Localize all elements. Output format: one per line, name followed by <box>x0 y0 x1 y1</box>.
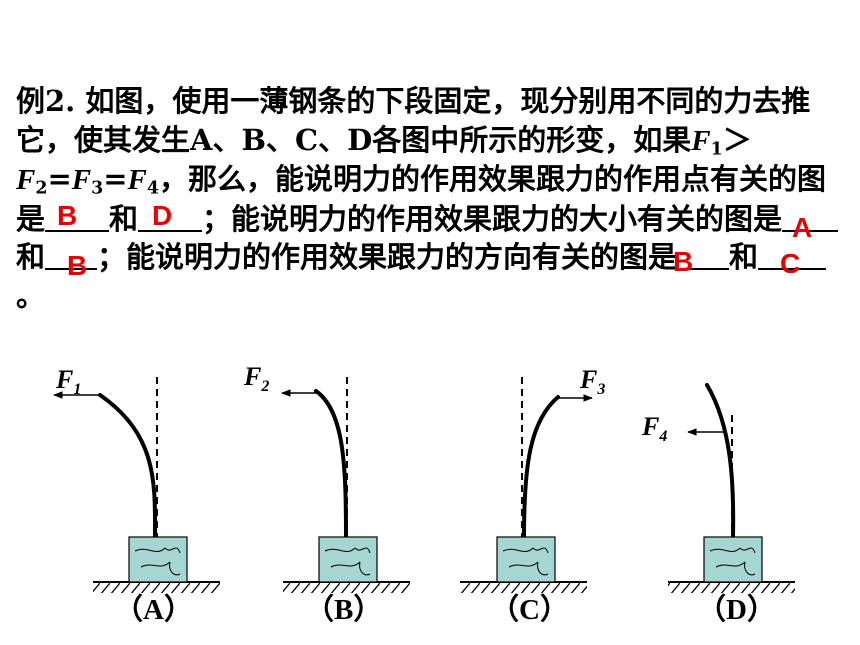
block-texture <box>709 547 756 576</box>
panel-a: F1 （A） <box>53 365 220 626</box>
base-block <box>318 536 378 583</box>
question-part-point: ，那么，能说明力的作用效果跟力的作用点有关的图是 <box>16 162 826 236</box>
bent-steel-strip <box>98 393 158 539</box>
answer-size-2: B <box>67 250 88 281</box>
and-word-2: 和 <box>16 240 46 274</box>
caption-c: （C） <box>490 593 569 626</box>
answer-size-1: A <box>792 211 813 243</box>
force-symbol-f3: F <box>71 164 92 196</box>
panel-c: F3 （C） <box>460 365 605 626</box>
ground-hatch <box>93 583 220 593</box>
deformation-figure: F1 （A） F2 （B） F3 （C） F4 （D） <box>53 362 795 626</box>
question-part-direction: ；能说明力的作用效果跟力的方向有关的图是 <box>97 240 678 274</box>
answer-point-1: B <box>57 199 78 231</box>
question-end-mark: 。 <box>16 278 46 313</box>
caption-a: （A） <box>114 593 193 626</box>
ground-hatch <box>668 583 795 593</box>
and-word-1: 和 <box>109 201 139 236</box>
force-sub-3: 3 <box>91 178 104 199</box>
force-sub-1: 1 <box>710 138 723 159</box>
bent-steel-strip <box>522 395 560 539</box>
force-label-f1: F1 <box>55 365 81 398</box>
force-label-f2: F2 <box>243 362 269 395</box>
and-word-3: 和 <box>729 240 759 274</box>
force-symbol-f1: F <box>691 124 711 157</box>
answer-blank-point-1: B <box>45 199 110 232</box>
caption-b: （B） <box>305 593 382 626</box>
block-texture <box>324 547 371 576</box>
answer-blank-point-2: D <box>138 199 203 232</box>
block-texture <box>134 547 181 576</box>
answer-blank-size-1: A <box>782 204 839 241</box>
force-symbol-f4: F <box>127 164 147 196</box>
panel-b: F2 （B） <box>243 362 410 626</box>
ground-hatch <box>460 583 587 593</box>
answer-direction-2: C <box>780 248 801 279</box>
question-part-size: ；能说明力的作用效果跟力的大小有关的图是 <box>202 201 783 236</box>
greater-sign: ＞ <box>722 122 752 157</box>
caption-d: （D） <box>697 593 776 626</box>
equals-sign-2: = <box>103 162 128 196</box>
panel-d: F4 （D） <box>641 383 795 626</box>
base-block <box>496 536 556 583</box>
block-texture <box>502 547 549 576</box>
bent-steel-strip <box>705 383 736 539</box>
answer-blank-direction-2: C <box>758 242 827 278</box>
bent-steel-strip <box>314 389 348 539</box>
question-intro: 例2. 如图，使用一薄钢条的下段固定，现分别用不同的力去推它，使其发生A、B、C… <box>16 84 811 157</box>
answer-blank-size-2: B <box>45 242 98 280</box>
ground-hatch <box>283 583 410 593</box>
base-block <box>128 536 188 583</box>
equals-sign-1: = <box>47 162 72 196</box>
force-label-f3: F3 <box>579 365 605 398</box>
question-text: 例2. 如图，使用一薄钢条的下段固定，现分别用不同的力去推它，使其发生A、B、C… <box>16 82 846 315</box>
base-block <box>703 536 763 583</box>
answer-blank-direction-1: B <box>673 242 730 276</box>
force-sub-4: 4 <box>146 178 159 199</box>
force-label-f4: F4 <box>641 412 667 445</box>
answer-direction-1: B <box>673 246 694 277</box>
answer-point-2: D <box>152 199 173 231</box>
force-symbol-f2: F <box>16 164 36 196</box>
force-sub-2: 2 <box>35 178 48 199</box>
